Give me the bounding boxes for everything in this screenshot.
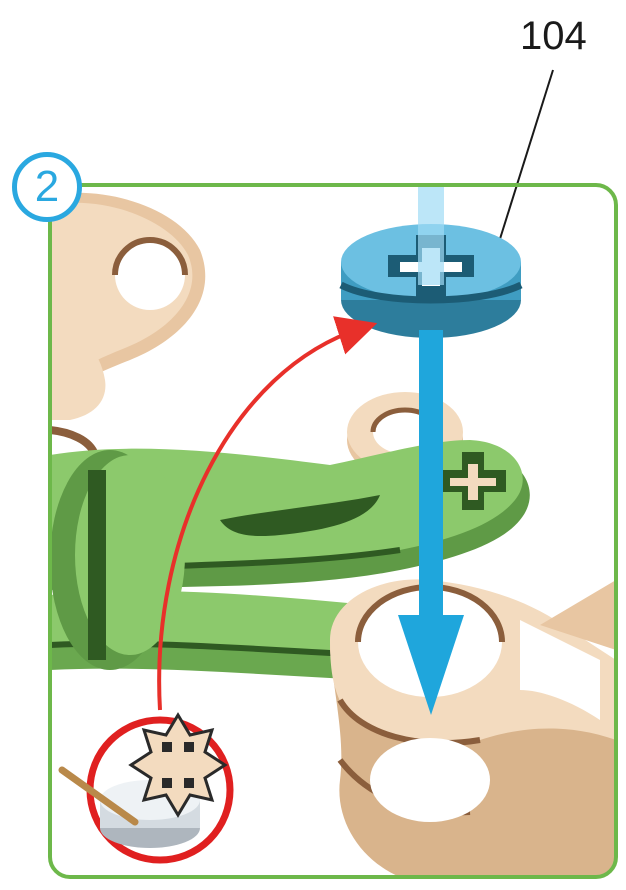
wooden-bracket	[330, 579, 616, 877]
gear-icon	[131, 715, 225, 815]
leader-line	[494, 70, 553, 258]
step-number-badge: 2	[12, 152, 82, 222]
part-number-label: 104	[520, 14, 587, 59]
wooden-arm-top-left	[50, 193, 205, 455]
glue-icon	[62, 715, 230, 860]
